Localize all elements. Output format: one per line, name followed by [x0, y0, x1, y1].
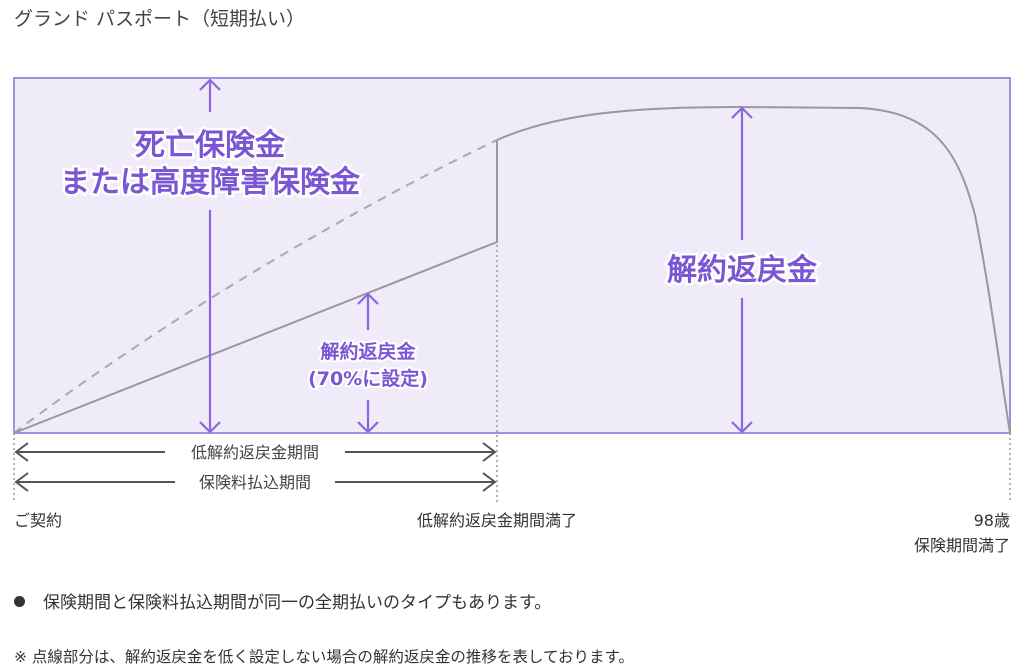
axis-end-label: 保険期間満了	[914, 536, 1010, 555]
bullet-note: 保険期間と保険料払込期間が同一の全期払いのタイプもあります。	[14, 588, 551, 613]
period-dividers	[13, 140, 1011, 502]
page-title: グランド パスポート（短期払い）	[14, 8, 306, 30]
death-benefit-label-2: または高度障害保険金	[60, 165, 361, 200]
chart-area	[13, 77, 1011, 434]
low-surrender-period-label: 低解約返戻金期間	[191, 443, 319, 462]
footnote: ※ 点線部分は、解約返戻金を低く設定しない場合の解約返戻金の推移を表しております…	[14, 648, 634, 666]
low-surrender-label-2: (70%に設定)	[308, 367, 428, 390]
axis-mid-label: 低解約返戻金期間満了	[417, 511, 577, 530]
bullet-icon	[14, 596, 25, 607]
period-arrows	[14, 442, 497, 492]
surrender-label: 解約返戻金	[667, 253, 818, 288]
premium-period-label: 保険料払込期間	[199, 473, 311, 492]
measure-arrows	[199, 78, 753, 434]
death-benefit-label-1: 死亡保険金	[135, 128, 286, 163]
axis-end-age-label: 98歳	[974, 511, 1010, 530]
bullet-note-text: 保険期間と保険料払込期間が同一の全期払いのタイプもあります。	[43, 593, 552, 613]
dashed-surrender-curve	[13, 139, 498, 434]
surrender-curve	[496, 105, 1011, 434]
axis-start-label: ご契約	[14, 511, 62, 530]
low-surrender-label-1: 解約返戻金	[320, 340, 416, 363]
